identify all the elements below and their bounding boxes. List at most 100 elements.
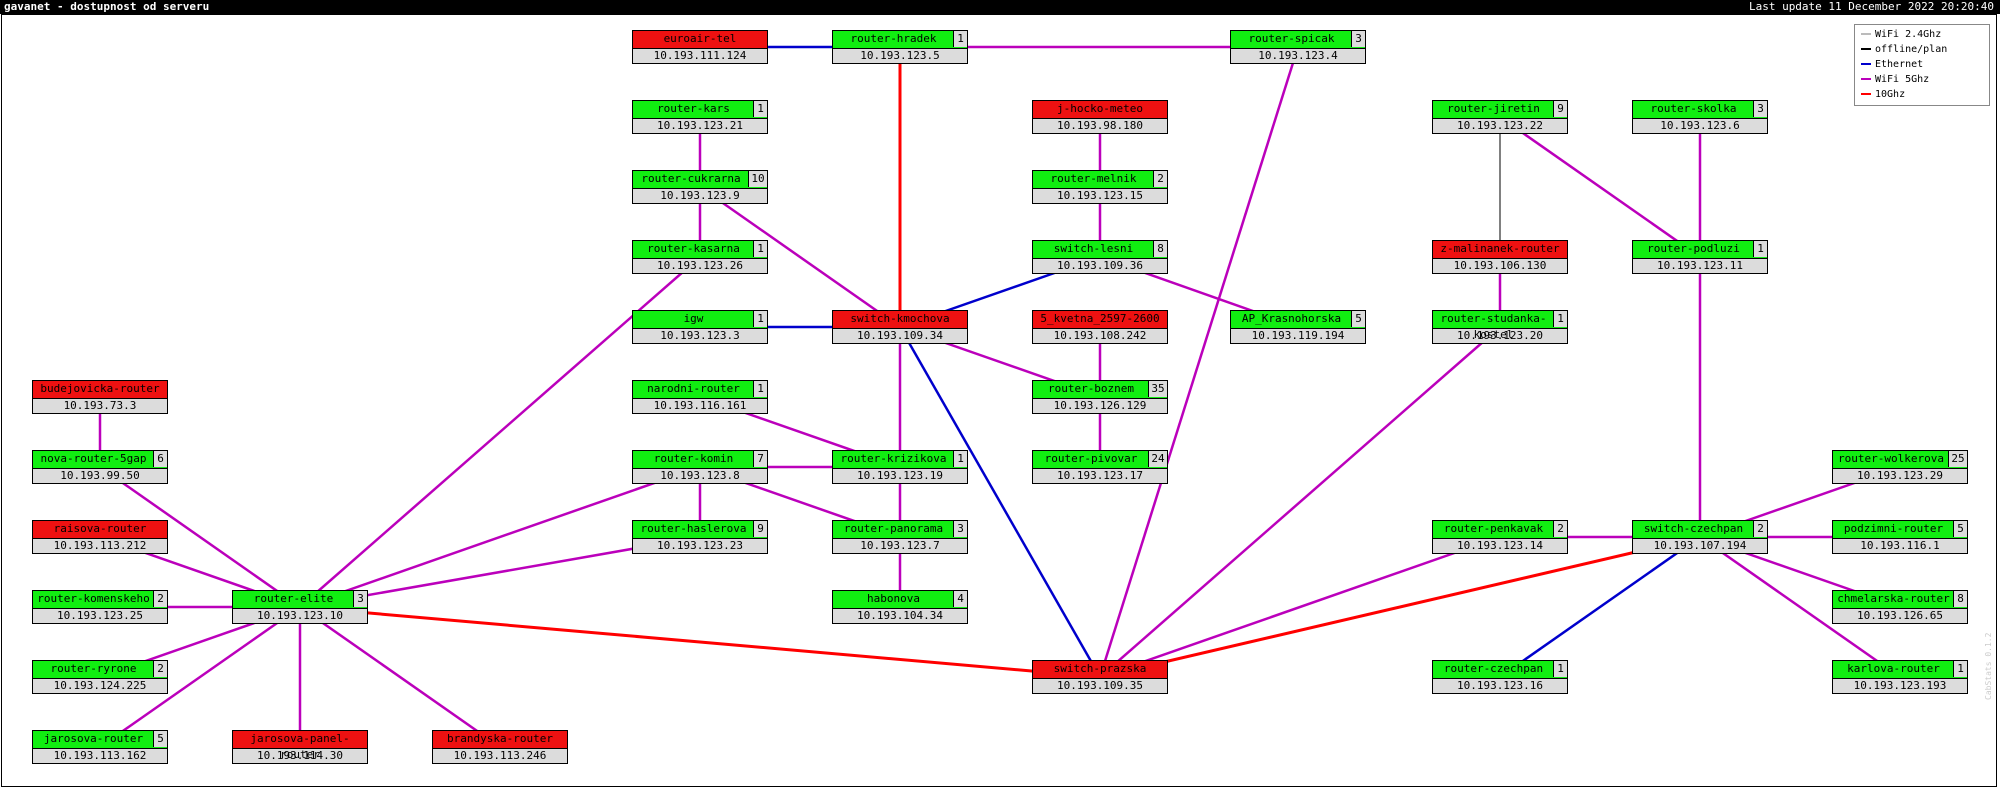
- node-name: router-elite: [233, 591, 367, 609]
- node-ip: 10.193.116.1: [1860, 539, 1940, 552]
- node-name: switch-kmochova: [833, 311, 967, 329]
- node-name: router-panorama: [833, 521, 967, 539]
- node-ip: 10.193.99.50: [60, 469, 140, 482]
- node-ip: 10.193.123.6: [1660, 119, 1740, 132]
- node-ip: 10.193.106.130: [1453, 259, 1547, 272]
- node-ip: 10.193.109.36: [1056, 259, 1144, 272]
- node-name: router-melnik: [1033, 171, 1167, 189]
- node-ip: 10.193.109.34: [856, 329, 944, 342]
- node-ip: 10.193.113.246: [453, 749, 547, 762]
- node-name: router-czechpan: [1433, 661, 1567, 679]
- node-name: router-boznem: [1033, 381, 1167, 399]
- node-name: router-pivovar: [1033, 451, 1167, 469]
- node-ip: 10.193.123.29: [1856, 469, 1944, 482]
- node-client-count: 1: [753, 241, 767, 257]
- link-switch-czechpan-karlova-router: [1699, 535, 1901, 679]
- node-ip: 10.193.123.16: [1456, 679, 1544, 692]
- node-name: router-hradek: [833, 31, 967, 49]
- node-ip: 10.193.124.225: [53, 679, 147, 692]
- node-ip: 10.193.104.34: [856, 609, 944, 622]
- node-client-count: 24: [1148, 451, 1167, 467]
- legend: WiFi 2.4Ghz offline/plan Ethernet WiFi 5…: [1854, 24, 1990, 106]
- legend-item-ethernet: Ethernet: [1861, 58, 1923, 72]
- node-name: router-kars: [633, 101, 767, 119]
- node-name: router-ryrone: [33, 661, 167, 679]
- node-client-count: 1: [953, 31, 967, 47]
- node-ip: 10.193.107.194: [1653, 539, 1747, 552]
- link-router-cukrarna-switch-kmochova: [699, 185, 901, 329]
- link-switch-czechpan-switch-prazska: [1099, 535, 1701, 679]
- node-name: podzimni-router: [1833, 521, 1967, 539]
- legend-label: offline/plan: [1875, 44, 1948, 55]
- node-client-count: 3: [1351, 31, 1365, 47]
- node-ip: 10.193.73.3: [63, 399, 137, 412]
- node-name: router-komin: [633, 451, 767, 469]
- node-name: router-haslerova: [633, 521, 767, 539]
- node-ip: 10.193.123.4: [1258, 49, 1338, 62]
- node-client-count: 3: [1753, 101, 1767, 117]
- node-ip: 10.193.123.8: [660, 469, 740, 482]
- node-name: switch-czechpan: [1633, 521, 1767, 539]
- node-client-count: 9: [1553, 101, 1567, 117]
- node-name: jarosova-panel-router: [233, 731, 367, 761]
- node-client-count: 10: [748, 171, 767, 187]
- node-name: habonova: [833, 591, 967, 609]
- version-label: CabStats 0.1.2: [1984, 632, 1993, 700]
- node-name: switch-lesni: [1033, 241, 1167, 259]
- node-name: router-skolka: [1633, 101, 1767, 119]
- node-name: brandyska-router: [433, 731, 567, 749]
- node-name: euroair-tel: [633, 31, 767, 49]
- link-router-studanka-kostel-switch-prazska: [1099, 326, 1501, 678]
- node-ip: 10.193.113.162: [53, 749, 147, 762]
- link-router-komin-router-elite: [299, 465, 701, 609]
- legend-swatch: [1861, 48, 1871, 50]
- legend-item-wifi24: WiFi 2.4Ghz: [1861, 28, 1941, 42]
- node-name: router-penkavak: [1433, 521, 1567, 539]
- node-client-count: 2: [1753, 521, 1767, 537]
- node-ip: 10.193.116.161: [653, 399, 747, 412]
